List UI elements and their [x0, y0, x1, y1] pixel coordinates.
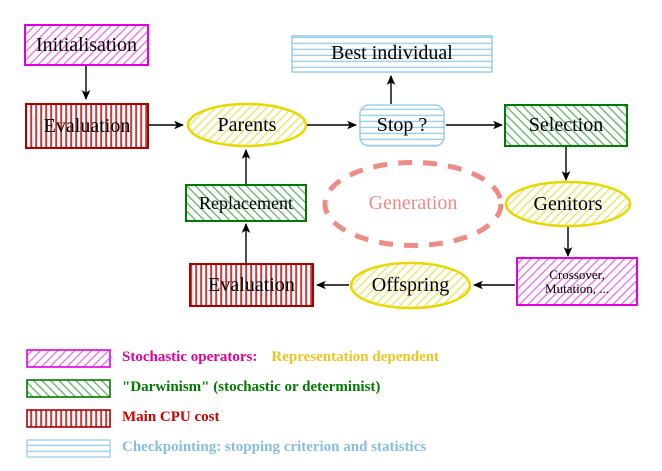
node-offspring[interactable] — [349, 261, 472, 310]
legend-swatch-darwinism — [26, 379, 111, 398]
legend-label-checkpointing: Checkpointing: stopping criterion and st… — [122, 439, 427, 455]
node-parents[interactable] — [186, 102, 308, 148]
legend-swatch-checkpointing — [26, 439, 111, 458]
legend-swatch-stochastic-operators — [26, 349, 111, 368]
legend-label-main-cpu-cost: Main CPU cost — [122, 409, 220, 425]
node-replacement[interactable] — [185, 184, 307, 222]
node-generation — [322, 160, 504, 248]
node-selection[interactable] — [504, 104, 628, 147]
node-evaluation-bot[interactable] — [189, 263, 314, 307]
legend-label-stochastic-operators-secondary: Representation dependent — [271, 349, 440, 365]
node-initialisation[interactable] — [24, 24, 149, 66]
legend-swatch-main-cpu-cost — [26, 409, 111, 428]
node-genitors[interactable] — [504, 180, 632, 228]
node-best-individual[interactable] — [291, 35, 493, 73]
node-stop[interactable] — [359, 104, 445, 147]
legend-label-stochastic-operators-primary: Stochastic operators: — [122, 349, 258, 365]
node-evaluation-top[interactable] — [25, 103, 149, 149]
legend-label-stochastic-operators: Stochastic operators: Representation depe… — [122, 349, 439, 366]
node-crossover-mutation[interactable] — [516, 257, 638, 306]
legend-label-darwinism: "Darwinism" (stochastic or determinist) — [122, 379, 381, 395]
